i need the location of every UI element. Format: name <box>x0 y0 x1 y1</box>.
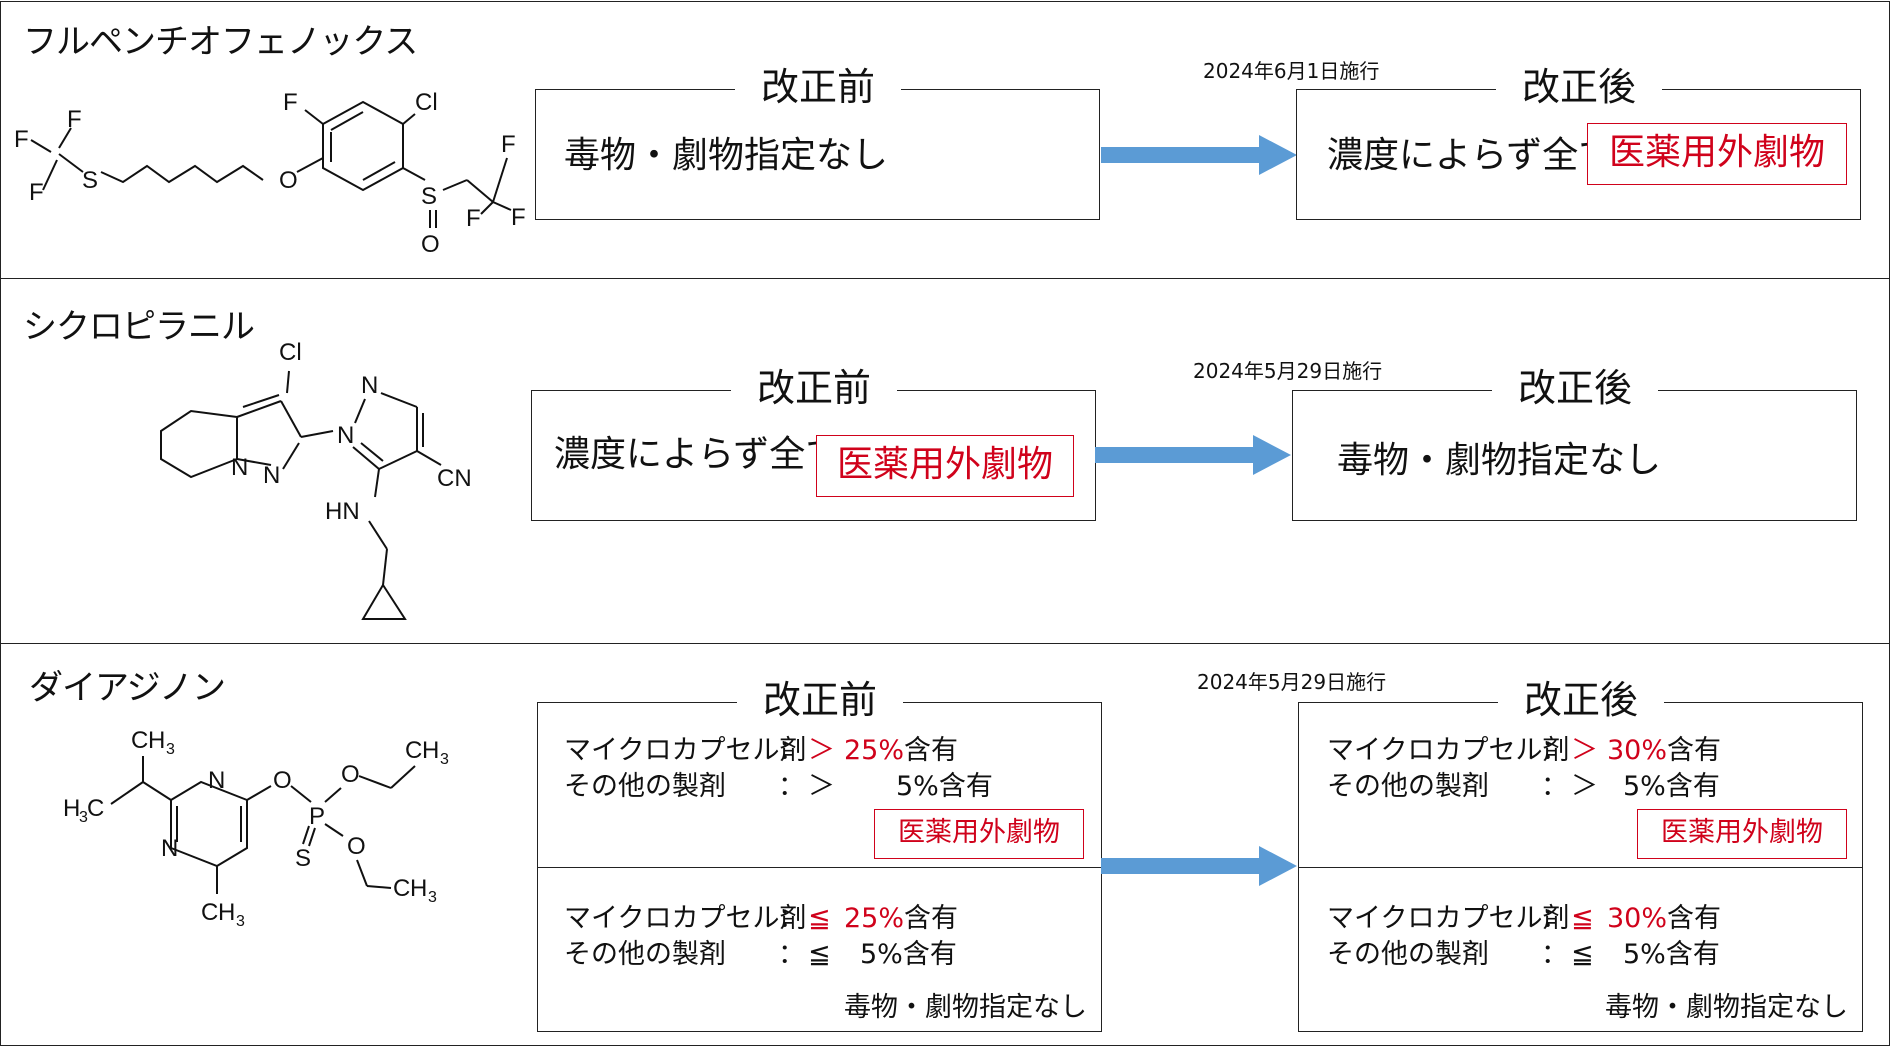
atom-s: S <box>421 183 437 210</box>
after-box: 改正後 毒物・劇物指定なし <box>1292 363 1857 521</box>
before-box: 改正前 毒物・劇物指定なし <box>535 62 1100 220</box>
arrow-right-icon <box>1101 846 1297 886</box>
panel-cyclopyranil: シクロピラニル Cl N N N N CN HN 改正前 濃度によらず全て 医薬… <box>0 278 1890 645</box>
atom-n: N <box>231 454 248 481</box>
divider <box>538 867 1101 868</box>
atom-c: C <box>87 795 104 822</box>
before-text: 濃度によらず全て <box>554 434 842 475</box>
atom-f: F <box>511 204 526 231</box>
atom-c: C <box>131 727 148 754</box>
atom-f: F <box>466 205 481 232</box>
atom-3: 3 <box>166 741 175 758</box>
row-microcapsule: マイクロカプセル剤：≦30%含有 <box>1327 903 1722 934</box>
row-microcapsule: マイクロカプセル剤：＞25%含有 <box>564 735 959 766</box>
row-microcapsule: マイクロカプセル剤：＞30%含有 <box>1327 735 1722 766</box>
before-label: 改正前 <box>730 363 898 413</box>
atom-3: 3 <box>440 751 449 768</box>
atom-h: H <box>218 899 235 926</box>
atom-f: F <box>67 106 82 133</box>
atom-3: 3 <box>428 889 437 906</box>
panel-diazinon: ダイアジノン C H 3 H 3 C N N C H 3 O P O C H 3… <box>0 643 1890 1046</box>
effective-date: 2024年6月1日施行 <box>1203 59 1380 83</box>
atom-o: O <box>279 167 298 194</box>
row-other: その他の製剤：≦5%含有 <box>1327 939 1720 970</box>
category-badge: 医薬用外劇物 <box>874 809 1084 859</box>
after-text: 濃度によらず全て <box>1327 135 1615 176</box>
atom-n: N <box>208 767 225 794</box>
atom-c: C <box>201 899 218 926</box>
atom-h: H <box>63 795 80 822</box>
atom-f: F <box>14 126 29 153</box>
after-label: 改正後 <box>1497 675 1665 725</box>
atom-n: N <box>263 462 280 489</box>
atom-n: N <box>337 422 354 449</box>
before-text: 毒物・劇物指定なし <box>564 135 889 176</box>
atom-cn: CN <box>437 465 472 492</box>
atom-hn: HN <box>325 498 360 525</box>
effective-date: 2024年5月29日施行 <box>1193 359 1383 383</box>
category-badge: 医薬用外劇物 <box>1587 123 1847 185</box>
before-box: 改正前 濃度によらず全て 医薬用外劇物 <box>531 363 1096 521</box>
atom-h: H <box>410 875 427 902</box>
atom-h: H <box>422 737 439 764</box>
before-box: 改正前 マイクロカプセル剤：＞25%含有 その他の製剤：＞5%含有 医薬用外劇物… <box>537 675 1102 1032</box>
compound-name: ダイアジノン <box>29 668 226 708</box>
arrow-right-icon <box>1095 435 1291 475</box>
atom-n: N <box>361 372 378 399</box>
after-label: 改正後 <box>1491 363 1659 413</box>
atom-f: F <box>501 131 516 158</box>
atom-s: S <box>82 167 98 194</box>
before-label: 改正前 <box>736 675 904 725</box>
atom-p: P <box>309 803 325 830</box>
effective-date: 2024年5月29日施行 <box>1197 670 1387 694</box>
row-other: その他の製剤：＞5%含有 <box>564 771 993 802</box>
after-box: 改正後 マイクロカプセル剤：＞30%含有 その他の製剤：＞5%含有 医薬用外劇物… <box>1298 675 1863 1032</box>
atom-h: H <box>148 727 165 754</box>
structure-flupentiofenox: F F F S O F Cl S O F F F <box>14 89 526 258</box>
atom-cl: Cl <box>279 339 302 366</box>
atom-3: 3 <box>79 809 88 826</box>
atom-o: O <box>341 761 360 788</box>
atom-n: N <box>161 835 178 862</box>
compound-name: シクロピラニル <box>23 307 255 347</box>
after-text: 毒物・劇物指定なし <box>1337 440 1662 481</box>
atom-f: F <box>283 89 298 116</box>
atom-f: F <box>29 179 44 206</box>
no-designation-note: 毒物・劇物指定なし <box>1605 992 1848 1023</box>
row-other: その他の製剤：≦5%含有 <box>564 939 957 970</box>
structure-diazinon: C H 3 H 3 C N N C H 3 O P O C H 3 O C H … <box>63 727 449 930</box>
category-badge: 医薬用外劇物 <box>816 435 1074 497</box>
after-label: 改正後 <box>1495 62 1663 112</box>
divider <box>1299 867 1862 868</box>
panel-flupentiofenox: フルペンチオフェノックス F F F S O F Cl S O F F F <box>0 1 1890 279</box>
atom-c: C <box>393 875 410 902</box>
atom-o: O <box>347 833 366 860</box>
compound-name: フルペンチオフェノックス <box>23 22 418 62</box>
structure-cyclopyranil: Cl N N N N CN HN <box>160 339 472 620</box>
atom-cl: Cl <box>415 89 438 116</box>
after-box: 改正後 濃度によらず全て 医薬用外劇物 <box>1296 62 1861 220</box>
atom-o: O <box>273 767 292 794</box>
before-label: 改正前 <box>734 62 902 112</box>
atom-s: S <box>295 845 311 872</box>
atom-o: O <box>421 231 440 258</box>
no-designation-note: 毒物・劇物指定なし <box>844 992 1087 1023</box>
category-badge: 医薬用外劇物 <box>1637 809 1847 859</box>
row-other: その他の製剤：＞5%含有 <box>1327 771 1720 802</box>
atom-c: C <box>405 737 422 764</box>
row-microcapsule: マイクロカプセル剤：≦25%含有 <box>564 903 959 934</box>
atom-3: 3 <box>236 913 245 930</box>
arrow-right-icon <box>1101 135 1297 175</box>
